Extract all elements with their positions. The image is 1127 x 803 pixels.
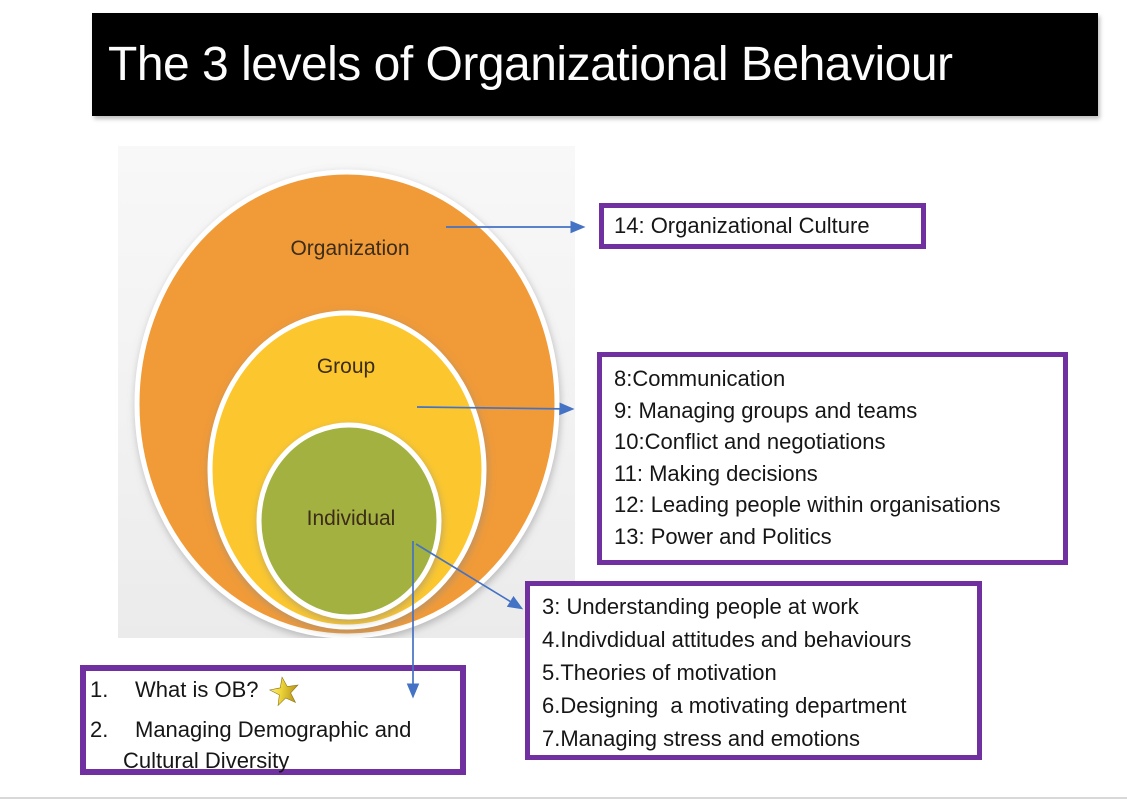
individual-circle — [256, 422, 442, 620]
box-line: 11: Making decisions — [614, 460, 818, 486]
item-text: Managing Demographic and — [135, 717, 412, 742]
box-line: 7.Managing stress and emotions — [542, 726, 860, 751]
circles-svg: Organization Group Individual — [134, 169, 560, 639]
box-line: 14: Organizational Culture — [614, 213, 870, 238]
group-label: Group — [317, 355, 375, 378]
box-line: 13: Power and Politics — [614, 523, 832, 549]
item-text-continuation: Cultural Diversity — [123, 748, 290, 773]
box-line: 4.Indivdidual attitudes and behaviours — [542, 627, 912, 652]
organization-topics-box: 14: Organizational Culture — [599, 203, 926, 249]
slide-bottom-edge — [0, 797, 1127, 799]
organization-label: Organization — [290, 237, 409, 260]
box-line: 9: Managing groups and teams — [614, 397, 918, 423]
box-line: 5.Theories of motivation — [542, 660, 777, 685]
star-icon — [266, 673, 306, 718]
nested-circles-diagram: Organization Group Individual — [118, 146, 575, 639]
box-line: 3: Understanding people at work — [542, 594, 859, 619]
box-line: 6.Designing a motivating department — [542, 693, 907, 718]
box-line: 8:Communication — [614, 366, 786, 391]
item-text: What is OB? — [135, 677, 259, 702]
group-topics-box: 8:Communication 9: Managing groups and t… — [597, 352, 1068, 565]
slide-title: The 3 levels of Organizational Behaviour — [108, 38, 953, 91]
title-bar: The 3 levels of Organizational Behaviour — [92, 13, 1098, 116]
list-item: 1. What is OB? — [90, 674, 460, 714]
intro-topics-box: 1. What is OB? 2. Managing Demograph — [80, 665, 466, 775]
box-line: 12: Leading people within organisations — [614, 492, 1001, 517]
item-number: 1. — [90, 677, 109, 702]
individual-topics-box: 3: Understanding people at work 4.Indivd… — [525, 581, 982, 760]
item-number: 2. — [90, 717, 109, 742]
individual-label: Individual — [307, 507, 396, 530]
list-item: 2. Managing Demographic and — [90, 714, 460, 745]
box-line: 10:Conflict and negotiations — [614, 429, 886, 454]
